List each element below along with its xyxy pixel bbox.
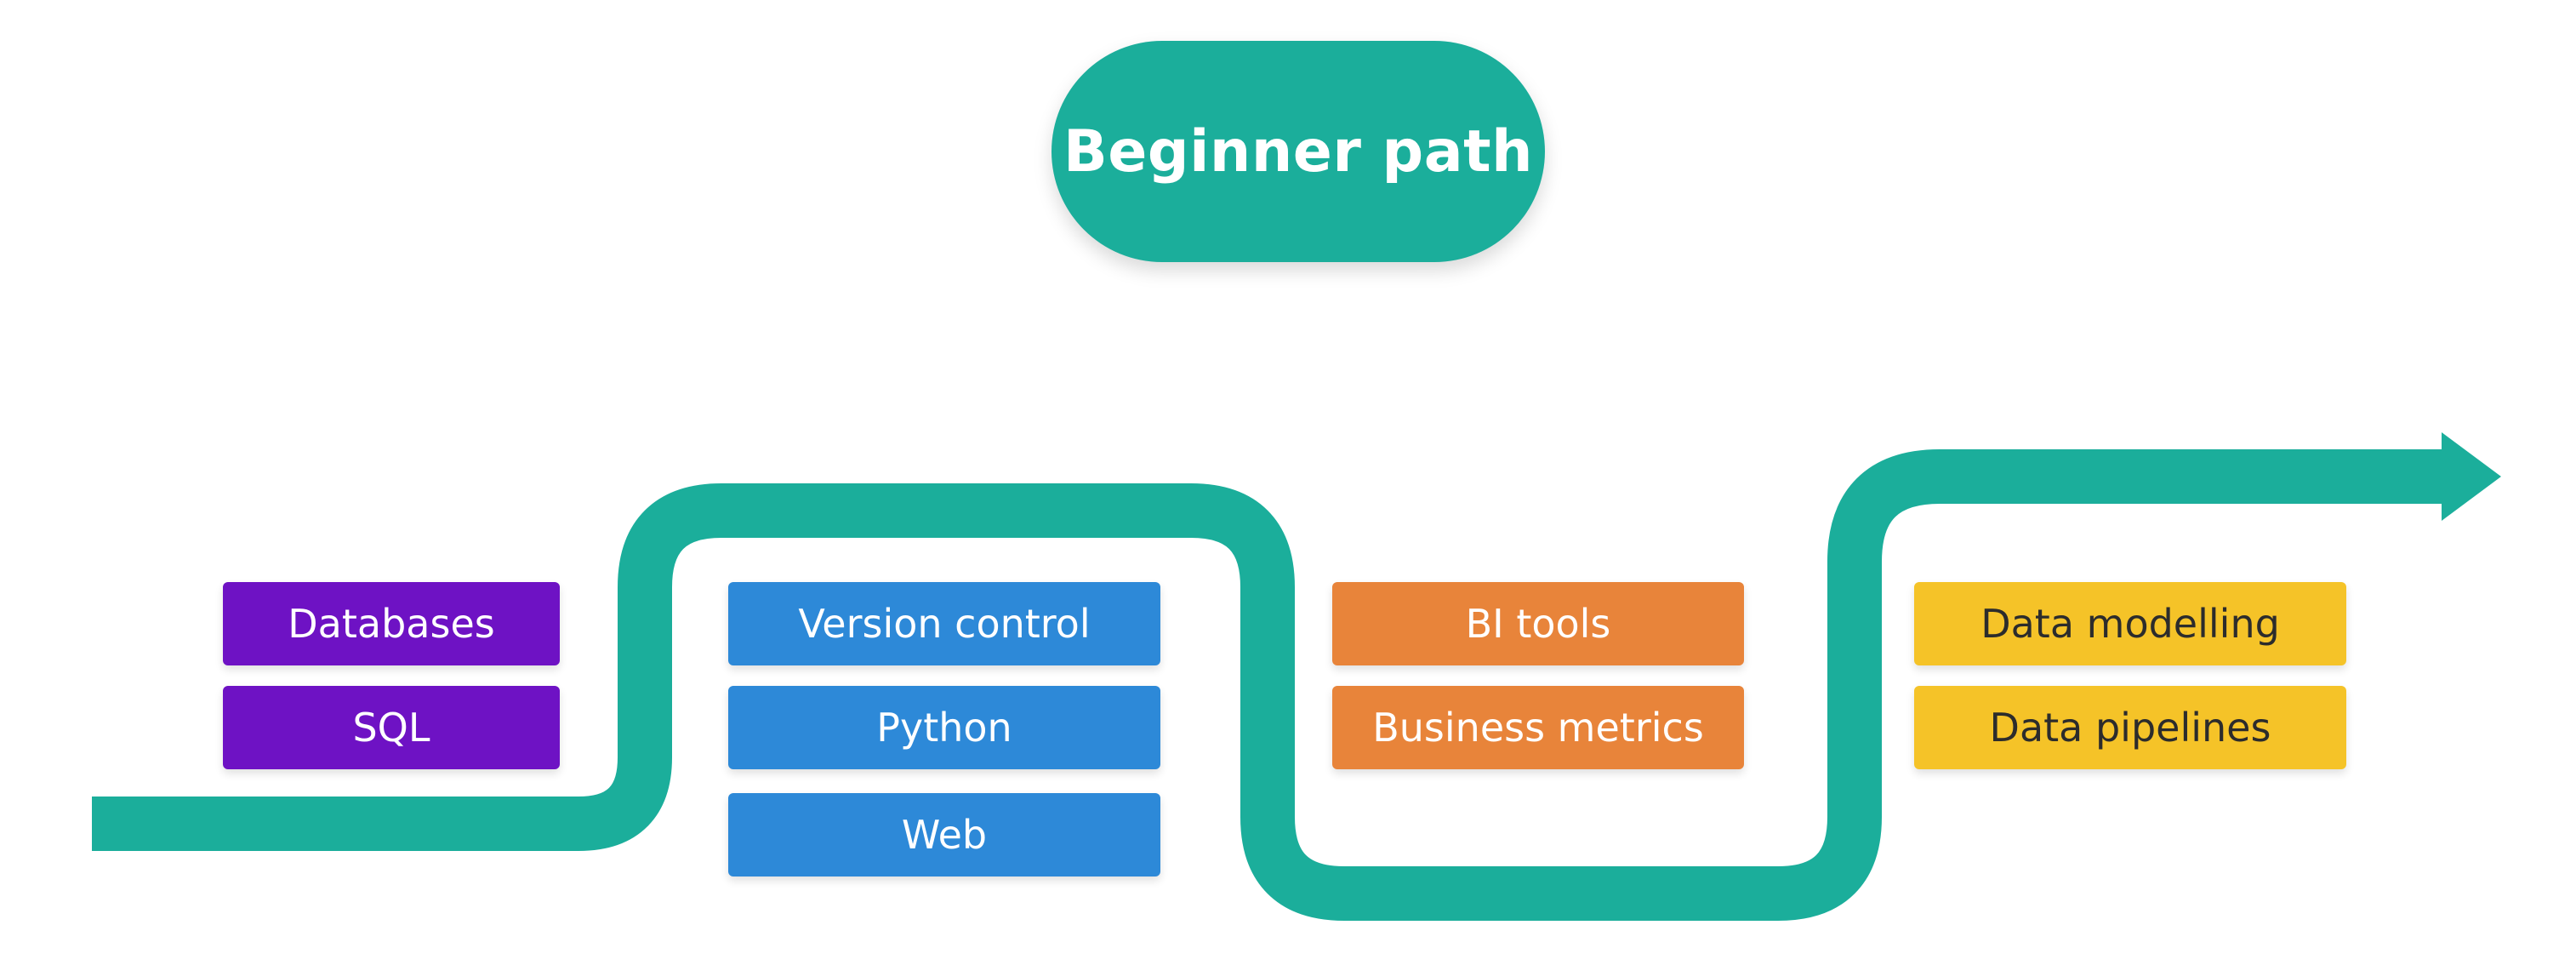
tag-sql: SQL xyxy=(223,686,560,769)
tag-data-pipelines: Data pipelines xyxy=(1914,686,2346,769)
path-title: Beginner path xyxy=(1051,41,1545,262)
tag-bi-tools: BI tools xyxy=(1332,582,1744,665)
tag-business-metrics: Business metrics xyxy=(1332,686,1744,769)
tag-version-control: Version control xyxy=(728,582,1160,665)
path-track xyxy=(92,449,2450,921)
tag-web: Web xyxy=(728,793,1160,876)
tag-python: Python xyxy=(728,686,1160,769)
tag-databases: Databases xyxy=(223,582,560,665)
arrow-head-icon xyxy=(2442,432,2501,521)
tag-data-modelling: Data modelling xyxy=(1914,582,2346,665)
